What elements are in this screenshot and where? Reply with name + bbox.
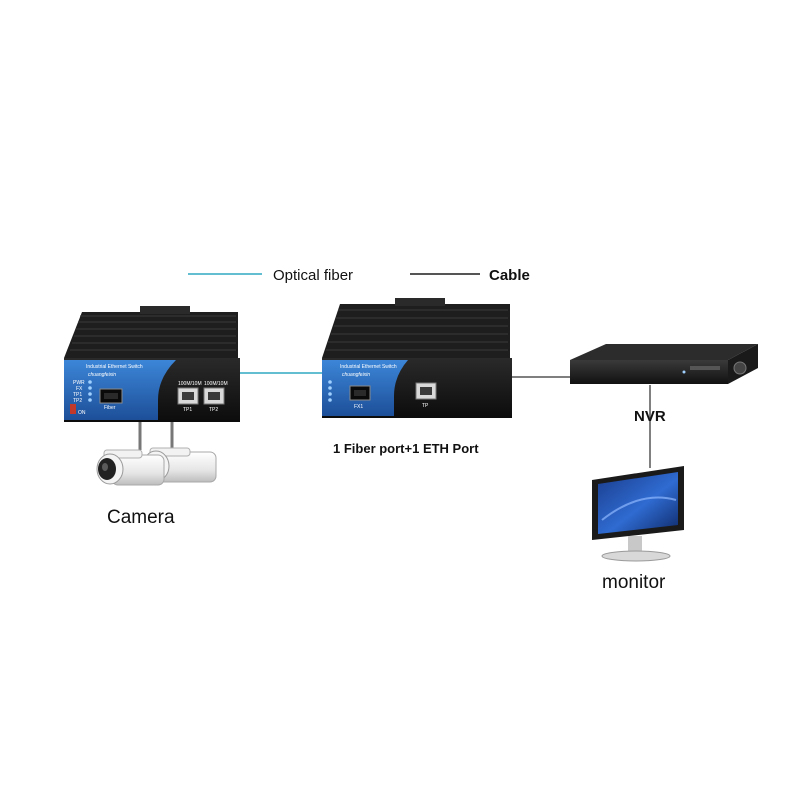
middle-switch-eth-label: TP — [422, 403, 429, 409]
left-switch-dip — [70, 404, 76, 414]
monitor-device: monitor — [592, 466, 684, 593]
monitor-stand — [628, 536, 642, 552]
left-industrial-switch: Industrial Ethernet Switch chuangfeixin … — [64, 306, 240, 422]
camera-label: Camera — [107, 507, 175, 528]
connections — [138, 372, 651, 468]
left-switch-fiber-label: Fiber — [104, 405, 116, 411]
left-switch-led-label-fx: FX — [76, 386, 83, 392]
left-switch-port-speed-1: 100M/10M — [178, 381, 202, 387]
left-switch-port-1-label: TP1 — [183, 407, 192, 413]
left-switch-led-tp1 — [88, 392, 92, 396]
cable-legend-label: Cable — [489, 267, 530, 284]
monitor-screen — [598, 472, 678, 534]
left-switch-led-label-tp2: TP2 — [73, 398, 82, 404]
nvr-label: NVR — [634, 408, 666, 425]
left-switch-led-pwr — [88, 380, 92, 384]
left-switch-dip-label: ON — [78, 410, 86, 416]
middle-switch-fiber-label: FX1 — [354, 404, 363, 410]
left-switch-led-tp2 — [88, 398, 92, 402]
camera-group: Camera — [96, 447, 217, 528]
middle-industrial-switch: Industrial Ethernet Switch chuangfeixin … — [322, 298, 512, 456]
left-switch-panel-title: Industrial Ethernet Switch — [86, 364, 143, 370]
left-switch-port-2-label: TP2 — [209, 407, 218, 413]
camera-1 — [96, 449, 165, 486]
left-switch-brand: chuangfeixin — [88, 372, 116, 378]
left-switch-top — [64, 312, 238, 358]
optical-fiber-legend-label: Optical fiber — [273, 267, 353, 284]
middle-switch-panel-title: Industrial Ethernet Switch — [340, 364, 397, 370]
nvr-top — [570, 344, 758, 360]
monitor-base — [601, 550, 671, 562]
middle-switch-brand: chuangfeixin — [342, 372, 370, 378]
monitor-label: monitor — [602, 572, 666, 593]
middle-switch-caption: 1 Fiber port+1 ETH Port — [333, 441, 479, 456]
left-switch-led-fx — [88, 386, 92, 390]
legend: Optical fiber Cable — [188, 267, 530, 284]
left-switch-port-speed-2: 100M/10M — [204, 381, 228, 387]
nvr-device: NVR — [570, 344, 758, 425]
nvr-front — [570, 360, 728, 384]
left-switch-led-label-tp1: TP1 — [73, 392, 82, 398]
left-switch-led-label-pwr: PWR — [73, 380, 85, 386]
